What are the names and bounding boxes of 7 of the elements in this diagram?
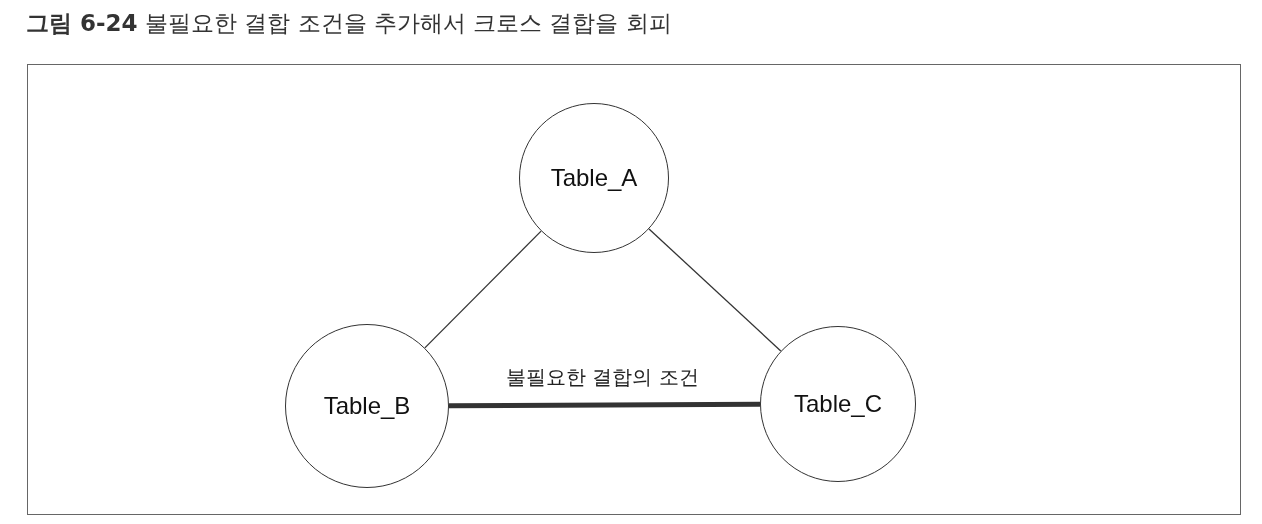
figure-title: 그림 6-24 불필요한 결합 조건을 추가해서 크로스 결합을 회피 [26, 9, 672, 38]
join-line [648, 228, 782, 352]
table-circle: Table_C [760, 326, 916, 482]
table-circle: Table_A [519, 103, 669, 253]
join-line-thick [449, 401, 760, 409]
table-circle: Table_B [285, 324, 449, 488]
join-line [424, 230, 542, 349]
